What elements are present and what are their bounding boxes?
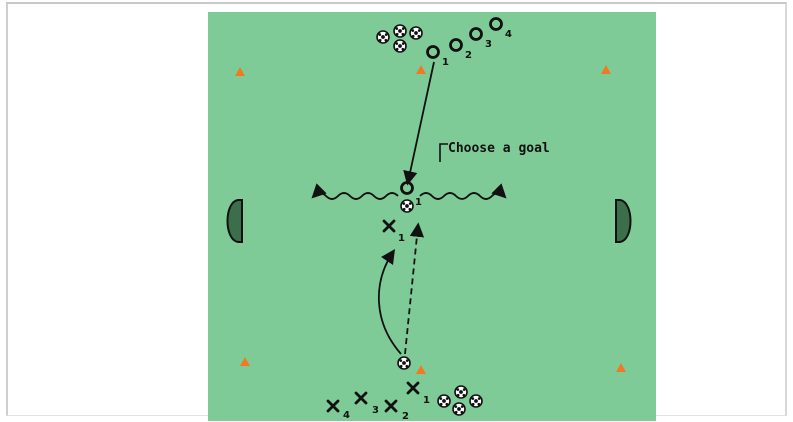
attacker-number: 3 <box>485 39 492 50</box>
diagram-frame: Choose a goal 1 2 3 4 1 1 1 2 3 4 <box>6 2 787 422</box>
soccer-ball-icon <box>393 24 407 38</box>
soccer-ball-icon <box>397 356 411 370</box>
pitch-drawing <box>208 12 656 421</box>
soccer-ball-icon <box>469 394 483 408</box>
dashed-pass-arrow <box>404 222 425 355</box>
callout-bracket <box>439 143 448 162</box>
soccer-ball-icon <box>452 402 466 416</box>
attacker-number: 1 <box>442 57 449 68</box>
soccer-ball-icon <box>393 39 407 53</box>
attacker-number: 4 <box>505 29 512 40</box>
defender-number: 1 <box>423 395 430 406</box>
pitch: Choose a goal 1 2 3 4 1 1 1 2 3 4 <box>208 12 656 422</box>
defender-number: 3 <box>372 405 379 416</box>
choose-goal-callout: Choose a goal <box>448 141 550 156</box>
pass-arrow <box>403 61 435 186</box>
left-dribble-arrow <box>311 183 399 200</box>
active-defender-number: 1 <box>398 233 405 244</box>
soccer-ball-icon <box>437 394 451 408</box>
soccer-ball-icon <box>376 30 390 44</box>
soccer-ball-icon <box>409 26 423 40</box>
pitch-surface <box>208 12 656 421</box>
soccer-ball-icon <box>400 199 414 213</box>
soccer-ball-icon <box>454 385 468 399</box>
left-goal-icon <box>226 199 243 243</box>
right-goal-icon <box>615 199 632 243</box>
defender-number: 2 <box>402 411 409 422</box>
right-dribble-arrow <box>419 183 507 200</box>
active-attacker-number: 1 <box>415 197 422 208</box>
defender-run-arrow <box>377 249 402 355</box>
attacker-number: 2 <box>465 50 472 61</box>
defender-number: 4 <box>343 410 350 421</box>
